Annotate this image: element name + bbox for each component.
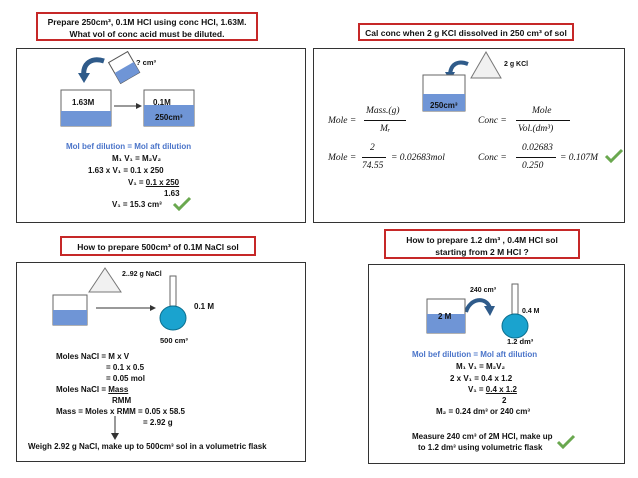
q4-curved-arrow-icon <box>464 298 495 316</box>
q4-line5: M₂ = 0.24 dm³ or 240 cm³ <box>436 407 531 416</box>
q3-solid-label: 2..92 g NaCl <box>122 271 162 278</box>
q2-conc2-numerator: 0.02683 <box>522 143 553 153</box>
q4-line3-pre: V₁ = <box>468 385 486 394</box>
q3-down-arrow-icon <box>111 416 119 440</box>
q4-panel <box>368 264 625 464</box>
q2-kcl-pile-icon <box>470 50 502 79</box>
q3-volumetric-flask-icon <box>159 275 187 331</box>
q3-line4-pre: Moles NaCl = <box>56 385 109 394</box>
q4-transfer-volume: 240 cm³ <box>470 287 497 294</box>
q3-arrow-icon <box>96 305 156 311</box>
q1-rule: Mol bef dilution = Mol aft dilution <box>66 142 192 151</box>
q1-title-line2: What vol of conc acid must be diluted. <box>69 29 225 39</box>
q2-mole2-fraction-bar <box>362 157 386 158</box>
q1-beaker2-label: 0.1M <box>153 98 171 107</box>
q1-beaker1-label: 1.63M <box>72 98 95 107</box>
q1-pouring-beaker-icon <box>107 50 141 85</box>
q3-line4-mass: Mass <box>108 385 129 394</box>
q3-line1: Moles NaCl = M x V <box>56 352 130 361</box>
q2-mole-fraction-bar <box>364 120 406 121</box>
q3-line5: RMM <box>112 396 132 405</box>
q4-line1: M₁ V₁ = M₂V₂ <box>456 362 506 371</box>
q2-title-box: Cal conc when 2 g KCl dissolved in 250 c… <box>358 23 574 41</box>
q3-flask-volume: 500 cm³ <box>160 336 188 345</box>
q2-mole-denominator: Mᵣ <box>380 124 391 134</box>
q4-volumetric-flask-icon <box>501 283 529 339</box>
q4-line3-fraction: 0.4 x 1.2 <box>485 385 517 394</box>
q1-title-line1: Prepare 250cm³, 0.1M HCl using conc HCl,… <box>47 17 247 27</box>
q4-flask-volume: 1.2 dm³ <box>507 337 534 346</box>
q4-title-line2: starting from 2 M HCl ? <box>435 247 529 257</box>
q4-check-icon <box>556 434 576 450</box>
q2-beaker-volume: 250cm³ <box>430 101 458 110</box>
q2-check-icon <box>604 148 624 164</box>
q1-line2: 1.63 x V₁ = 0.1 x 250 <box>88 166 164 175</box>
q3-line4: Moles NaCl = Mass <box>56 385 128 395</box>
q4-final-line2: to 1.2 dm³ using volumetric flask <box>418 443 543 452</box>
q3-line7: = 2.92 g <box>143 418 173 427</box>
q4-flask-concentration: 0.4 M <box>522 308 540 315</box>
q3-line6: Mass = Moles x RMM = 0.05 x 58.5 <box>56 407 185 416</box>
q4-title-line1: How to prepare 1.2 dm³ , 0.4M HCl sol <box>406 235 558 245</box>
q2-conc2-fraction-bar <box>516 157 556 158</box>
q2-conc2-lhs: Conc = <box>478 153 507 163</box>
q2-mole-numerator: Mass.(g) <box>366 106 400 116</box>
q2-title: Cal conc when 2 g KCl dissolved in 250 c… <box>365 28 567 38</box>
q4-line3: V₁ = 0.4 x 1.2 <box>468 385 517 395</box>
q1-conc-beaker-icon <box>60 89 112 127</box>
q1-dilute-beaker-icon <box>143 89 195 127</box>
q2-conc2-denominator: 0.250 <box>522 161 544 171</box>
q1-line3-fraction: 0.1 x 250 <box>145 178 180 187</box>
q2-conc2-rhs: = 0.107M <box>560 153 599 163</box>
q3-title: How to prepare 500cm³ of 0.1M NaCl sol <box>77 242 239 252</box>
q1-curved-arrow-icon <box>78 57 105 83</box>
q3-line3: = 0.05 mol <box>106 374 145 383</box>
q1-check-icon <box>172 196 192 212</box>
q2-mole2-rhs: = 0.02683mol <box>391 153 445 163</box>
q4-beaker-icon <box>426 298 466 334</box>
q3-beaker-icon <box>52 294 88 326</box>
q1-line4: 1.63 <box>164 189 180 198</box>
q3-title-box: How to prepare 500cm³ of 0.1M NaCl sol <box>60 236 256 256</box>
q1-title-box: Prepare 250cm³, 0.1M HCl using conc HCl,… <box>36 12 258 41</box>
q1-line5: V₁ = 15.3 cm³ <box>112 200 162 209</box>
q4-rule: Mol bef dilution = Mol aft dilution <box>412 350 538 359</box>
q2-beaker-icon <box>422 74 466 112</box>
q1-beaker2-volume: 250cm³ <box>155 113 183 122</box>
q2-mole2-lhs: Mole = <box>328 153 357 163</box>
q1-line3: V₁ = 0.1 x 250 <box>128 178 179 188</box>
q3-flask-concentration: 0.1 M <box>194 302 215 311</box>
q4-line2: 2 x V₁ = 0.4 x 1.2 <box>450 374 513 383</box>
q2-conc-numerator: Mole <box>532 106 552 116</box>
q3-line2: = 0.1 x 0.5 <box>106 363 145 372</box>
q1-unknown-volume: ? cm³ <box>136 58 157 67</box>
q1-arrow-icon <box>114 103 142 109</box>
q2-solid-label: 2 g KCl <box>504 61 529 68</box>
q2-mole2-denominator: 74.55 <box>362 161 384 171</box>
q4-beaker-concentration: 2 M <box>438 312 452 321</box>
q2-conc-fraction-bar <box>516 120 570 121</box>
q4-final-line1: Measure 240 cm³ of 2M HCl, make up <box>412 432 553 441</box>
q1-line3-pre: V₁ = <box>128 178 146 187</box>
q2-panel <box>313 48 625 223</box>
q3-nacl-pile-icon <box>88 267 122 293</box>
q2-mole-lhs: Mole = <box>328 116 357 126</box>
q4-title-box: How to prepare 1.2 dm³ , 0.4M HCl sol st… <box>384 229 580 259</box>
q2-conc-lhs: Conc = <box>478 116 507 126</box>
q3-final: Weigh 2.92 g NaCl, make up to 500cm³ sol… <box>28 442 267 451</box>
q4-line4: 2 <box>502 396 507 405</box>
q2-conc-denominator: Vol.(dm³) <box>518 124 554 134</box>
q1-panel <box>16 48 306 223</box>
q1-line1: M₁ V₁ = M₂V₂ <box>112 154 162 163</box>
q2-mole2-numerator: 2 <box>370 143 375 153</box>
